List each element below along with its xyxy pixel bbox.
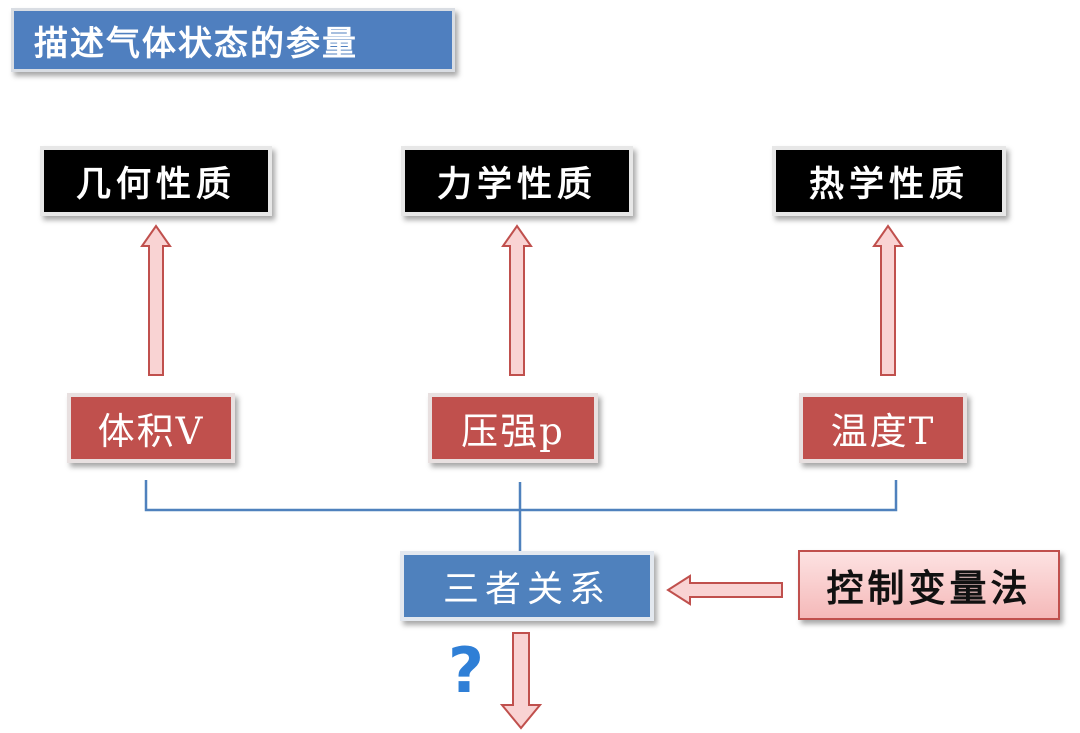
left-arrow-method: [666, 574, 783, 606]
up-arrow-volume: [140, 224, 172, 376]
thermal-property-box: 热学性质: [772, 146, 1006, 216]
diagram-title: 描述气体状态的参量: [11, 8, 455, 72]
control-variable-method-box: 控制变量法: [798, 550, 1060, 620]
temperature-parameter-box: 温度T: [799, 393, 967, 463]
pressure-parameter-box: 压强p: [428, 393, 598, 463]
up-arrow-temperature: [872, 224, 904, 376]
geometric-property-box: 几何性质: [40, 146, 272, 216]
relation-box: 三者关系: [400, 551, 654, 621]
question-mark: ?: [448, 634, 484, 707]
volume-parameter-box: 体积V: [67, 393, 235, 463]
down-arrow-result: [499, 632, 543, 730]
mechanical-property-box: 力学性质: [401, 146, 633, 216]
up-arrow-pressure: [501, 224, 533, 376]
